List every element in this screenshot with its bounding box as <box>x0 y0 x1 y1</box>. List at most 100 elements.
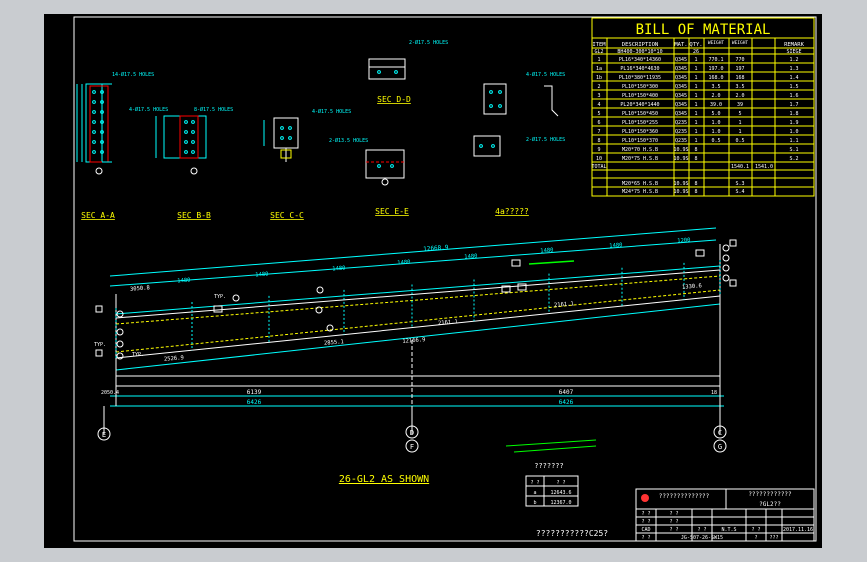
bom-cell: 2.0 <box>735 93 744 99</box>
bom-cell: 1 <box>694 57 697 63</box>
bom-cell: 6 <box>597 120 600 126</box>
bom-sum-label: TOTAL <box>591 164 606 170</box>
bill-of-material: BILL OF MATERIAL ITEM DESCRIPTION MAT. Q… <box>591 17 815 197</box>
small-dimension-table: ??????? ? ? ? ? a 12643.6 b 12367.0 <box>525 462 579 507</box>
bom-cell: PL10*150*400 <box>622 93 658 99</box>
section-f-detail: 4-Ø17.5 HOLES 2-Ø17.5 HOLES 4a????? <box>473 71 565 216</box>
bom-cell: 770.1 <box>708 57 723 63</box>
section-d-hole-note: 2-Ø17.5 HOLES <box>409 39 448 46</box>
seg-left-dim: 3050.8 <box>130 285 150 292</box>
bom-cell: 10 <box>596 156 602 162</box>
bom-cell: 1 <box>694 75 697 81</box>
bom-header-item: ITEM <box>592 42 606 48</box>
bom-cell: 1.0 <box>711 129 720 135</box>
bom-cell: 8 <box>694 147 697 153</box>
tb-cell-1: ? ? <box>641 511 650 517</box>
section-b-hole-note-2: 4-Ø17.5 HOLES <box>129 106 168 113</box>
title-block-project: ???????????? <box>748 491 792 498</box>
left-dim: 2526.9 <box>164 355 184 362</box>
lower-dim-1: 2855.1 <box>324 339 344 346</box>
seg-dim-6: 1480 <box>540 248 554 255</box>
section-b-title: SEC B-B <box>177 211 211 220</box>
bottom-left-dim: 6139 <box>247 389 262 396</box>
bom-cell: Q235 <box>675 138 687 144</box>
bom-extra2-remark: S.4 <box>735 189 744 195</box>
bom-cell: 1 <box>738 120 741 126</box>
bom-cell: 197 <box>735 66 744 72</box>
bom-header-weight1: WEIGHT <box>708 40 725 46</box>
bom-cell: Q345 <box>675 93 687 99</box>
tb-scale: N.T.S <box>721 527 736 533</box>
company-logo-icon <box>641 494 649 502</box>
bom-cell: S.1 <box>789 147 798 153</box>
bolt-hole-icon <box>92 90 96 94</box>
section-f-hole-note: 4-Ø17.5 HOLES <box>526 71 565 78</box>
bom-item0-desc: BH400-300*10*10 <box>617 49 662 55</box>
bom-cell: PL10*150*300 <box>622 84 658 90</box>
bom-cell: 1.5 <box>789 84 798 90</box>
main-drawing-title: 26-GL2 AS SHOWN <box>339 474 429 485</box>
grid-bubble-f <box>405 439 419 453</box>
bolt-hole-icon <box>184 120 188 124</box>
bolt-hole-icon <box>100 150 104 154</box>
bom-cell: 1 <box>694 129 697 135</box>
grid-c-label: C <box>718 429 722 437</box>
bolt-hole-icon <box>100 120 104 124</box>
bom-cell: 1.8 <box>789 111 798 117</box>
bom-cell: 1.6 <box>789 93 798 99</box>
bom-extra2-qty: 8 <box>694 189 697 195</box>
typ-label-3: TYP. <box>132 352 144 358</box>
bom-header-weight2: WEIGHT <box>732 40 749 46</box>
section-f-hole-note-2: 2-Ø17.5 HOLES <box>526 136 565 143</box>
bom-cell: 1 <box>694 66 697 72</box>
bolt-hole-icon <box>92 110 96 114</box>
beam-elevation: 12668.9 1480 1480 1480 1480 1480 1480 14… <box>94 227 737 453</box>
typ-label-2: TYP. <box>94 342 106 348</box>
tb-cell-5: ? ? <box>669 527 678 533</box>
seg-dim-2: 1480 <box>255 272 269 279</box>
bolt-hole-icon <box>191 150 195 154</box>
bolt-hole-icon <box>92 130 96 134</box>
bom-header-qty: QTY. <box>689 42 702 48</box>
drawing-canvas[interactable]: BILL OF MATERIAL ITEM DESCRIPTION MAT. Q… <box>44 14 822 548</box>
bom-extra1-remark: S.3 <box>735 181 744 187</box>
bom-cell: Q345 <box>675 57 687 63</box>
bom-header-description: DESCRIPTION <box>622 42 658 48</box>
tb-cell-7: ? ? <box>751 527 760 533</box>
mid-dim-1: 2161.1 <box>554 301 574 308</box>
bom-item0-remark: SIEGE <box>786 49 801 55</box>
tb-cell-8: ? ? <box>641 535 650 541</box>
bom-cell: 1.0 <box>711 120 720 126</box>
section-d-title: SEC D-D <box>377 95 411 104</box>
small-table-row1-key: a <box>533 490 536 496</box>
bom-cell: 1 <box>694 102 697 108</box>
bom-cell: 0.5 <box>711 138 720 144</box>
bom-title: BILL OF MATERIAL <box>636 22 771 38</box>
tb-cell-4: ? ? <box>669 519 678 525</box>
bolt-hole-icon <box>184 130 188 134</box>
bolt-hole-icon <box>191 130 195 134</box>
bom-cell: PL10*380*11935 <box>619 75 661 81</box>
seg-right-dim: 1330.6 <box>682 283 702 290</box>
small-table-row2-val: 12367.0 <box>550 500 571 506</box>
typ-label-1: TYP. <box>214 294 226 300</box>
bom-cell: 1 <box>694 120 697 126</box>
bom-cell: Q345 <box>675 75 687 81</box>
bom-cell: 3.5 <box>735 84 744 90</box>
tb-date: 2017.11.16 <box>783 527 813 533</box>
section-c-hole-note: 4-Ø17.5 HOLES <box>312 108 351 115</box>
bom-cell: 9 <box>597 147 600 153</box>
grid-e-label: E <box>102 431 106 439</box>
bom-header-remark: REMARK <box>784 42 805 48</box>
bom-cell: 168 <box>735 75 744 81</box>
grid-d-label: D <box>410 429 414 437</box>
grid-f-label: F <box>410 443 414 451</box>
bolt-hole-icon <box>92 140 96 144</box>
tb-cell-2: ? ? <box>669 511 678 517</box>
small-table-title: ??????? <box>534 462 564 470</box>
bom-extra2-desc: M24*75 H.S.B <box>622 189 658 195</box>
grid-g-label: G <box>718 443 722 451</box>
bottom-flange-bolt-line <box>115 289 721 353</box>
bom-cell: 1 <box>597 57 600 63</box>
bolt-hole-icon <box>184 140 188 144</box>
